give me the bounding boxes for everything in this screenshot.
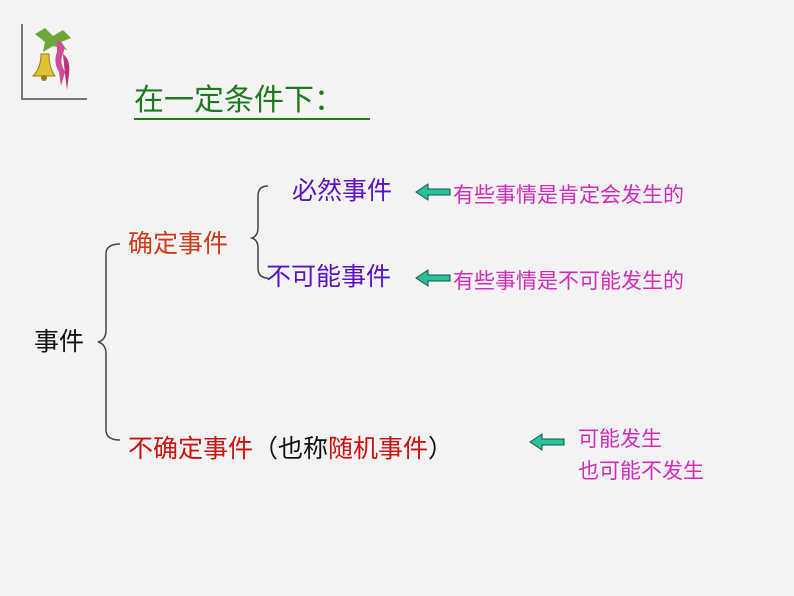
- root-bracket: [97, 243, 121, 441]
- root-event: 事件: [34, 327, 85, 356]
- uncertain-note-line-2: 也可能不发生: [578, 459, 704, 483]
- paren-close: ）: [428, 434, 454, 463]
- page-title: 在一定条件下：: [134, 84, 370, 120]
- bell-decoration: [21, 24, 87, 100]
- uncertain-event: 不确定事件（也称随机事件）: [128, 434, 453, 464]
- left-arrow-icon: [529, 433, 565, 451]
- impossible-event: 不可能事件: [266, 262, 392, 291]
- inevitable-note: 有些事情是肯定会发生的: [453, 183, 684, 207]
- paren-open: （也称: [253, 434, 329, 463]
- left-arrow-icon: [415, 183, 451, 201]
- uncertain-label: 不确定事件: [128, 434, 254, 463]
- inevitable-event: 必然事件: [292, 176, 393, 205]
- certain-event: 确定事件: [128, 229, 229, 258]
- bell-icon: [31, 28, 71, 90]
- random-event-label: 随机事件: [328, 434, 429, 463]
- left-arrow-icon: [415, 269, 451, 287]
- impossible-note: 有些事情是不可能发生的: [453, 269, 684, 293]
- certain-bracket: [249, 185, 269, 279]
- uncertain-note-line-1: 可能发生: [578, 427, 662, 451]
